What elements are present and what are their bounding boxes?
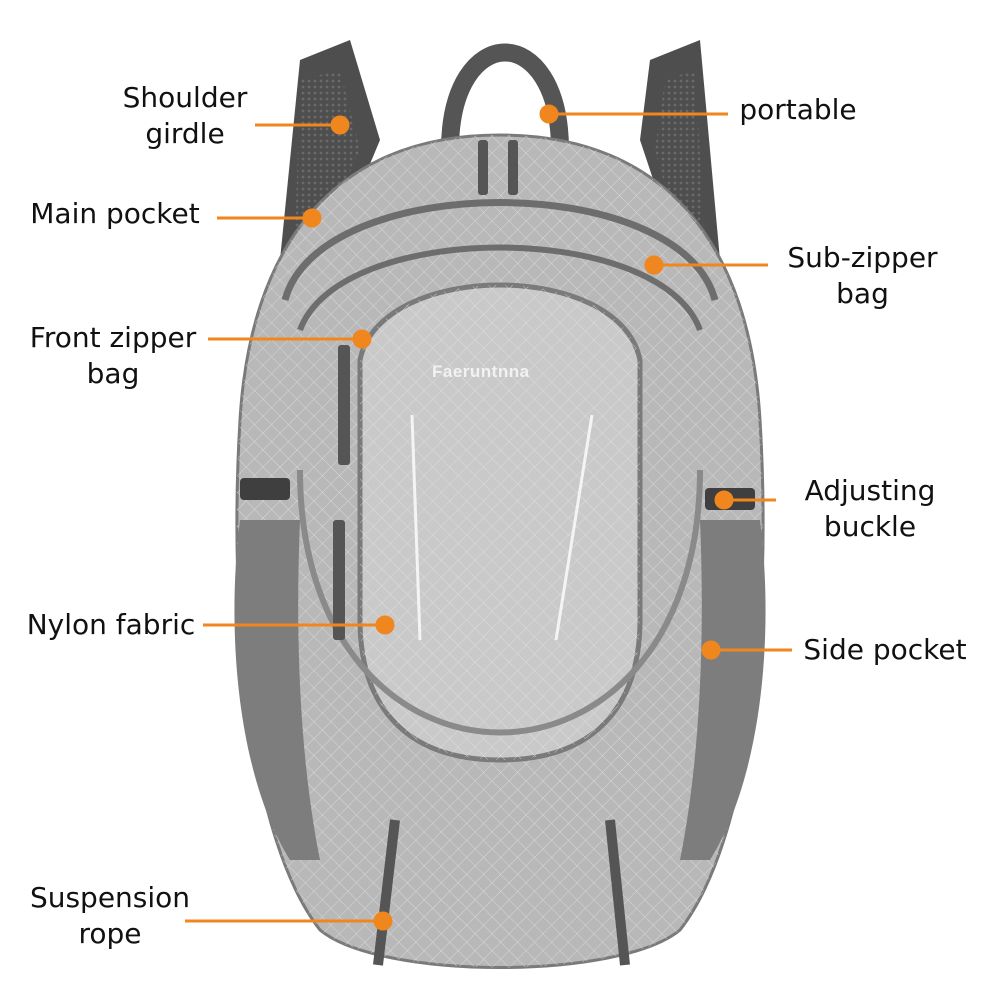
left-side-pocket bbox=[234, 520, 320, 860]
callout-main-pocket: Main pocket bbox=[30, 197, 200, 230]
top-handle bbox=[441, 43, 569, 151]
zipper-pull-2 bbox=[333, 520, 345, 640]
left-buckle bbox=[240, 478, 290, 500]
brand-logo-text: Faeruntnna bbox=[432, 362, 530, 381]
callout-front-zipper-bag: Front zipper bag bbox=[29, 321, 197, 390]
callout-shoulder-girdle: Shoulder girdle bbox=[122, 81, 248, 150]
callout-suspension-rope: Suspension rope bbox=[29, 881, 191, 950]
callout-nylon-fabric: Nylon fabric bbox=[26, 608, 196, 641]
callout-adjusting-buckle: Adjusting buckle bbox=[804, 474, 936, 543]
callout-portable: portable bbox=[739, 93, 857, 126]
callout-side-pocket: Side pocket bbox=[803, 633, 967, 666]
right-side-pocket bbox=[680, 520, 766, 860]
zipper-pull-1 bbox=[338, 345, 350, 465]
callout-sub-zipper-bag: Sub-zipper bag bbox=[787, 241, 938, 310]
